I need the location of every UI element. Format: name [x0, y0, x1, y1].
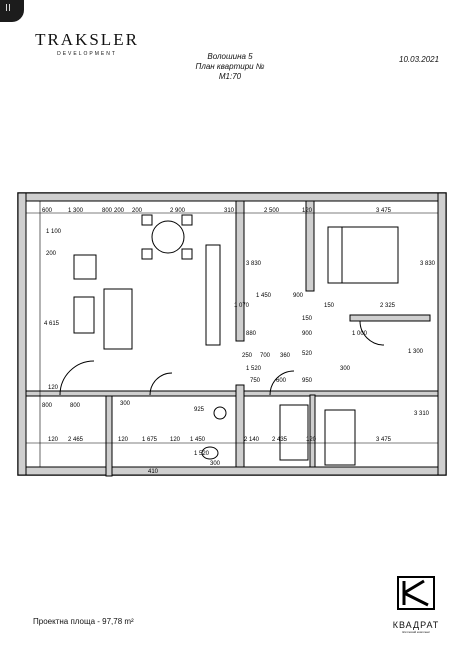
dim-16: 900 [293, 293, 304, 299]
address: Волошина 5 [207, 52, 253, 61]
dim-11: 1 100 [46, 229, 62, 235]
dim-7: 310 [224, 208, 235, 214]
dim-18: 2 325 [380, 303, 396, 309]
date: 10.03.2021 [399, 55, 440, 64]
dim-36: 300 [120, 401, 131, 407]
dim-29: 300 [340, 366, 351, 372]
dim-3: 800 [102, 208, 113, 214]
dim-32: 750 [250, 378, 261, 384]
dim-43: 120 [118, 437, 129, 443]
dim-23: 880 [246, 331, 257, 337]
dim-27: 900 [302, 331, 313, 337]
dim-2: 1 300 [68, 208, 84, 214]
dim-33: 600 [276, 378, 287, 384]
floor-plan: 600 1 300 800 200 200 2 900 310 2 500 12… [17, 192, 447, 477]
dim-49: 120 [306, 437, 317, 443]
dim-21: 1 300 [408, 349, 424, 355]
dim-30: 150 [302, 316, 313, 322]
dim-25: 700 [260, 353, 271, 359]
dim-19: 3 830 [420, 261, 436, 267]
kvadrat-sub: Житловий комплекс [402, 630, 430, 634]
brand-sub: DEVELOPMENT [57, 51, 117, 57]
dim-41: 120 [48, 437, 59, 443]
dim-8: 2 500 [264, 208, 280, 214]
dim-50: 3 475 [376, 437, 392, 443]
dim-22: 1 070 [234, 303, 250, 309]
dim-40: 3 310 [414, 411, 430, 417]
plan-header: Волошина 5 План квартири № М1:70 [160, 52, 300, 82]
dim-42: 2 465 [68, 437, 84, 443]
dim-14: 3 830 [246, 261, 262, 267]
scale: М1:70 [218, 72, 242, 81]
dim-52: 1 520 [194, 451, 210, 457]
dim-12: 200 [46, 251, 57, 257]
dim-10: 3 475 [376, 208, 392, 214]
dim-20: 1 000 [352, 331, 368, 337]
kvadrat-logo: КВАДРАТ Житловий комплекс [386, 575, 446, 634]
dim-26: 360 [280, 353, 291, 359]
dim-53: 300 [210, 461, 221, 467]
dim-45: 120 [170, 437, 181, 443]
dim-38: 800 [70, 403, 81, 409]
dim-39: 925 [194, 407, 205, 413]
plan-title: План квартири № [195, 62, 265, 71]
dim-34: 950 [302, 378, 313, 384]
dim-15: 1 450 [256, 293, 272, 299]
dim-35: 120 [48, 385, 59, 391]
dim-51: 410 [148, 469, 159, 475]
dim-37: 800 [42, 403, 53, 409]
brand-logo: TRAKSLER DEVELOPMENT [32, 30, 142, 57]
dim-13: 4 615 [44, 321, 60, 327]
dim-4: 200 [114, 208, 125, 214]
area-label: Проектна площа - 97,78 m² [33, 617, 134, 626]
dim-5: 200 [132, 208, 143, 214]
dim-47: 2 140 [244, 437, 260, 443]
dim-28: 520 [302, 351, 313, 357]
dim-17: 150 [324, 303, 335, 309]
dim-1: 600 [42, 208, 53, 214]
dim-44: 1 675 [142, 437, 158, 443]
dim-31: 1 520 [246, 366, 262, 372]
pause-icon[interactable]: II [0, 0, 24, 22]
dim-9: 120 [302, 208, 313, 214]
dim-46: 1 450 [190, 437, 206, 443]
dim-48: 2 435 [272, 437, 288, 443]
brand-name: TRAKSLER [35, 30, 139, 49]
dim-24: 250 [242, 353, 253, 359]
dim-6: 2 900 [170, 208, 186, 214]
kvadrat-emblem-icon [397, 576, 435, 610]
kvadrat-name: КВАДРАТ [392, 620, 440, 630]
